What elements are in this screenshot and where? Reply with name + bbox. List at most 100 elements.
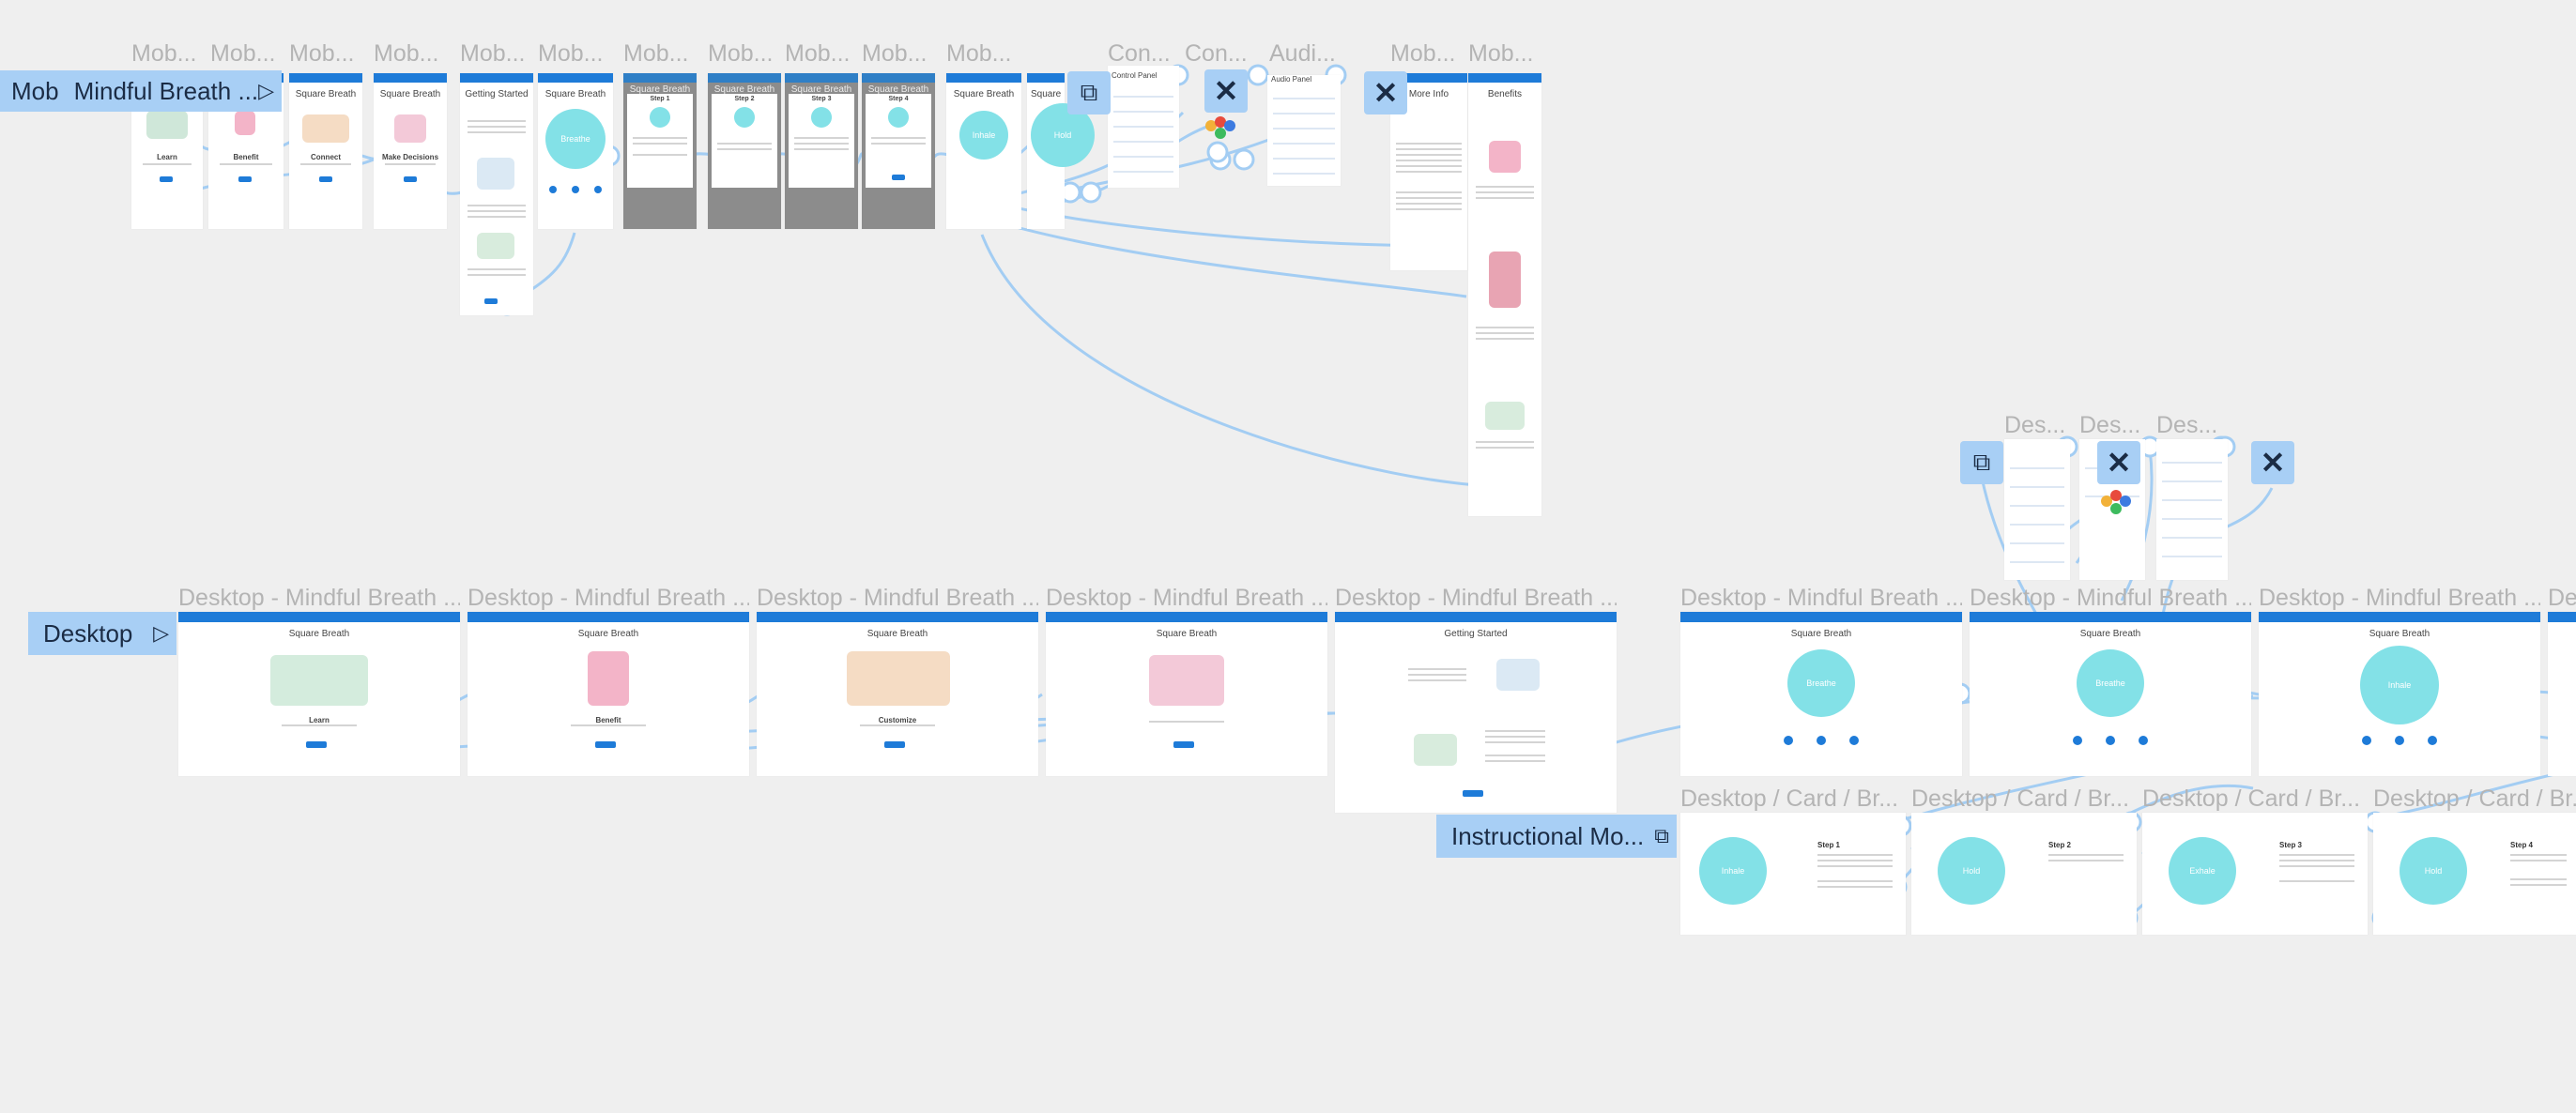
close-icon[interactable]: ✕ bbox=[2097, 441, 2140, 484]
caption: Learn bbox=[157, 153, 177, 161]
next-icon[interactable] bbox=[1849, 736, 1859, 745]
mobile-frame-square-breath[interactable]: Square Breath Connect bbox=[289, 73, 362, 229]
color-picker-swatches[interactable] bbox=[1204, 114, 1237, 148]
prev-icon[interactable] bbox=[549, 186, 557, 193]
next-button[interactable] bbox=[319, 176, 332, 182]
connection-handle[interactable] bbox=[1247, 64, 1269, 86]
close-icon[interactable]: ✕ bbox=[1204, 69, 1248, 113]
frame-label: Mob... bbox=[289, 40, 355, 67]
mobile-frame-step-2[interactable]: Square Breath Step 2 bbox=[708, 73, 781, 229]
next-button[interactable] bbox=[160, 176, 173, 182]
breath-circle bbox=[811, 107, 832, 128]
play-icon[interactable]: ▷ bbox=[258, 79, 274, 102]
desktop-frame-inhale[interactable]: Square Breath Inhale bbox=[2259, 612, 2540, 776]
desktop-frame-getting-started[interactable]: Getting Started bbox=[1335, 612, 1617, 813]
play-icon[interactable] bbox=[2106, 736, 2115, 745]
lungs-illustration bbox=[588, 651, 629, 706]
frame-label: Desktop - Mindful Breath ... bbox=[1046, 585, 1327, 611]
mobile-frame-step-1[interactable]: Square Breath Step 1 bbox=[623, 73, 697, 229]
step-title: Step 4 bbox=[888, 96, 909, 102]
play-icon[interactable] bbox=[2395, 736, 2404, 745]
next-button[interactable] bbox=[1173, 741, 1194, 748]
sitting-illustration bbox=[477, 158, 514, 190]
card-step-3[interactable]: Exhale Step 3 bbox=[2142, 813, 2368, 935]
next-icon[interactable] bbox=[2428, 736, 2437, 745]
frame-title: Square Breath bbox=[713, 84, 775, 95]
mobile-frame-square-breath[interactable]: Square Breath Breathe bbox=[538, 73, 613, 229]
next-button[interactable] bbox=[306, 741, 327, 748]
desktop-frame-breathe[interactable]: Square Breath Breathe bbox=[1970, 612, 2251, 776]
prev-icon[interactable] bbox=[1784, 736, 1793, 745]
audio-panel-frame[interactable]: Audio Panel bbox=[1267, 75, 1341, 186]
next-button[interactable] bbox=[238, 176, 252, 182]
desktop-frame-benefit[interactable]: Square Breath Benefit bbox=[468, 612, 749, 776]
close-icon[interactable]: ✕ bbox=[2251, 441, 2294, 484]
frame-label: Mob... bbox=[623, 40, 689, 67]
mobile-flow-start-chip[interactable]: Mob Mindful Breath ... ▷ bbox=[0, 70, 282, 112]
mobile-frame-square-breath[interactable]: Square Breath Make Decisions bbox=[374, 73, 447, 229]
next-icon[interactable] bbox=[594, 186, 602, 193]
frame-label: Mob... bbox=[785, 40, 851, 67]
frame-title: Square Breath bbox=[2079, 629, 2141, 639]
start-button[interactable] bbox=[1463, 790, 1483, 797]
meditation-illustration bbox=[1485, 402, 1525, 430]
frame-label: Desktop - Mindful Breath ... bbox=[2259, 585, 2540, 611]
frame-label: Mob... bbox=[210, 40, 276, 67]
desktop-control-panel[interactable] bbox=[2004, 439, 2070, 580]
card-step-4[interactable]: Hold Step 4 bbox=[2373, 813, 2576, 935]
step-title: Step 3 bbox=[2279, 841, 2303, 849]
color-picker-swatches[interactable] bbox=[2099, 488, 2133, 522]
breath-circle bbox=[650, 107, 670, 128]
next-button[interactable] bbox=[595, 741, 616, 748]
done-button[interactable] bbox=[892, 175, 905, 180]
control-panel-frame[interactable]: Control Panel bbox=[1108, 66, 1179, 188]
meditation-illustration bbox=[146, 111, 188, 139]
instructional-flow-chip[interactable]: Instructional Mo... ⧉ bbox=[1436, 815, 1677, 858]
desktop-audio-panel[interactable] bbox=[2156, 439, 2228, 580]
play-icon[interactable]: ▷ bbox=[153, 621, 169, 645]
frame-label: Mob... bbox=[460, 40, 526, 67]
mobile-frame-step-4[interactable]: Square Breath Step 4 bbox=[862, 73, 935, 229]
desktop-frame-breathe[interactable]: Square Breath Breathe bbox=[1680, 612, 1962, 776]
desktop-flow-start-chip[interactable]: Desktop ▷ bbox=[28, 612, 176, 655]
card-step-1[interactable]: Inhale Step 1 bbox=[1680, 813, 1906, 935]
prev-icon[interactable] bbox=[2073, 736, 2082, 745]
mobile-frame-benefits[interactable]: Benefits bbox=[1468, 73, 1541, 516]
frame-label: Con... bbox=[1185, 40, 1248, 67]
start-button[interactable] bbox=[484, 298, 498, 304]
play-icon[interactable] bbox=[1817, 736, 1826, 745]
frame-label: Desktop - Mindful Breath ... bbox=[1970, 585, 2251, 611]
desktop-frame-next[interactable] bbox=[2548, 612, 2576, 776]
mobile-frame-square-breath[interactable]: Square Breath Inhale bbox=[946, 73, 1021, 229]
close-icon[interactable]: ✕ bbox=[1364, 71, 1407, 114]
prev-icon[interactable] bbox=[2362, 736, 2371, 745]
meditation-illustration bbox=[270, 655, 368, 706]
connection-handle[interactable] bbox=[1206, 141, 1229, 163]
breath-circle: Inhale bbox=[1699, 837, 1767, 905]
overlay-icon[interactable]: ⧉ bbox=[1960, 441, 2003, 484]
desktop-frame-learn[interactable]: Square Breath Learn bbox=[178, 612, 460, 776]
next-button[interactable] bbox=[884, 741, 905, 748]
frame-title: Square Breath bbox=[866, 629, 928, 639]
mobile-frame-step-3[interactable]: Square Breath Step 3 bbox=[785, 73, 858, 229]
mobile-frame-getting-started[interactable]: Getting Started bbox=[460, 73, 533, 315]
play-icon[interactable] bbox=[572, 186, 579, 193]
breath-circle: Breathe bbox=[545, 109, 606, 169]
desktop-frame-customize[interactable]: Square Breath Customize bbox=[757, 612, 1038, 776]
frame-title: Square bbox=[1031, 89, 1062, 99]
next-button[interactable] bbox=[404, 176, 417, 182]
connection-handle[interactable] bbox=[1080, 181, 1102, 204]
connection-handle[interactable] bbox=[1233, 148, 1255, 171]
desktop-frame-decisions[interactable]: Square Breath bbox=[1046, 612, 1327, 776]
caption: Customize bbox=[878, 716, 917, 724]
frame-title: Square Breath bbox=[577, 629, 639, 639]
overlay-icon[interactable]: ⧉ bbox=[1654, 824, 1669, 847]
breath-circle: Breathe bbox=[2077, 649, 2144, 717]
overlay-icon[interactable]: ⧉ bbox=[1067, 71, 1111, 114]
next-icon[interactable] bbox=[2139, 736, 2148, 745]
frame-label: Desktop - Mindful Breath ... bbox=[178, 585, 460, 611]
sitting-illustration bbox=[1496, 659, 1540, 691]
card-step-2[interactable]: Hold Step 2 bbox=[1911, 813, 2137, 935]
frame-title: Square Breath bbox=[867, 84, 929, 95]
